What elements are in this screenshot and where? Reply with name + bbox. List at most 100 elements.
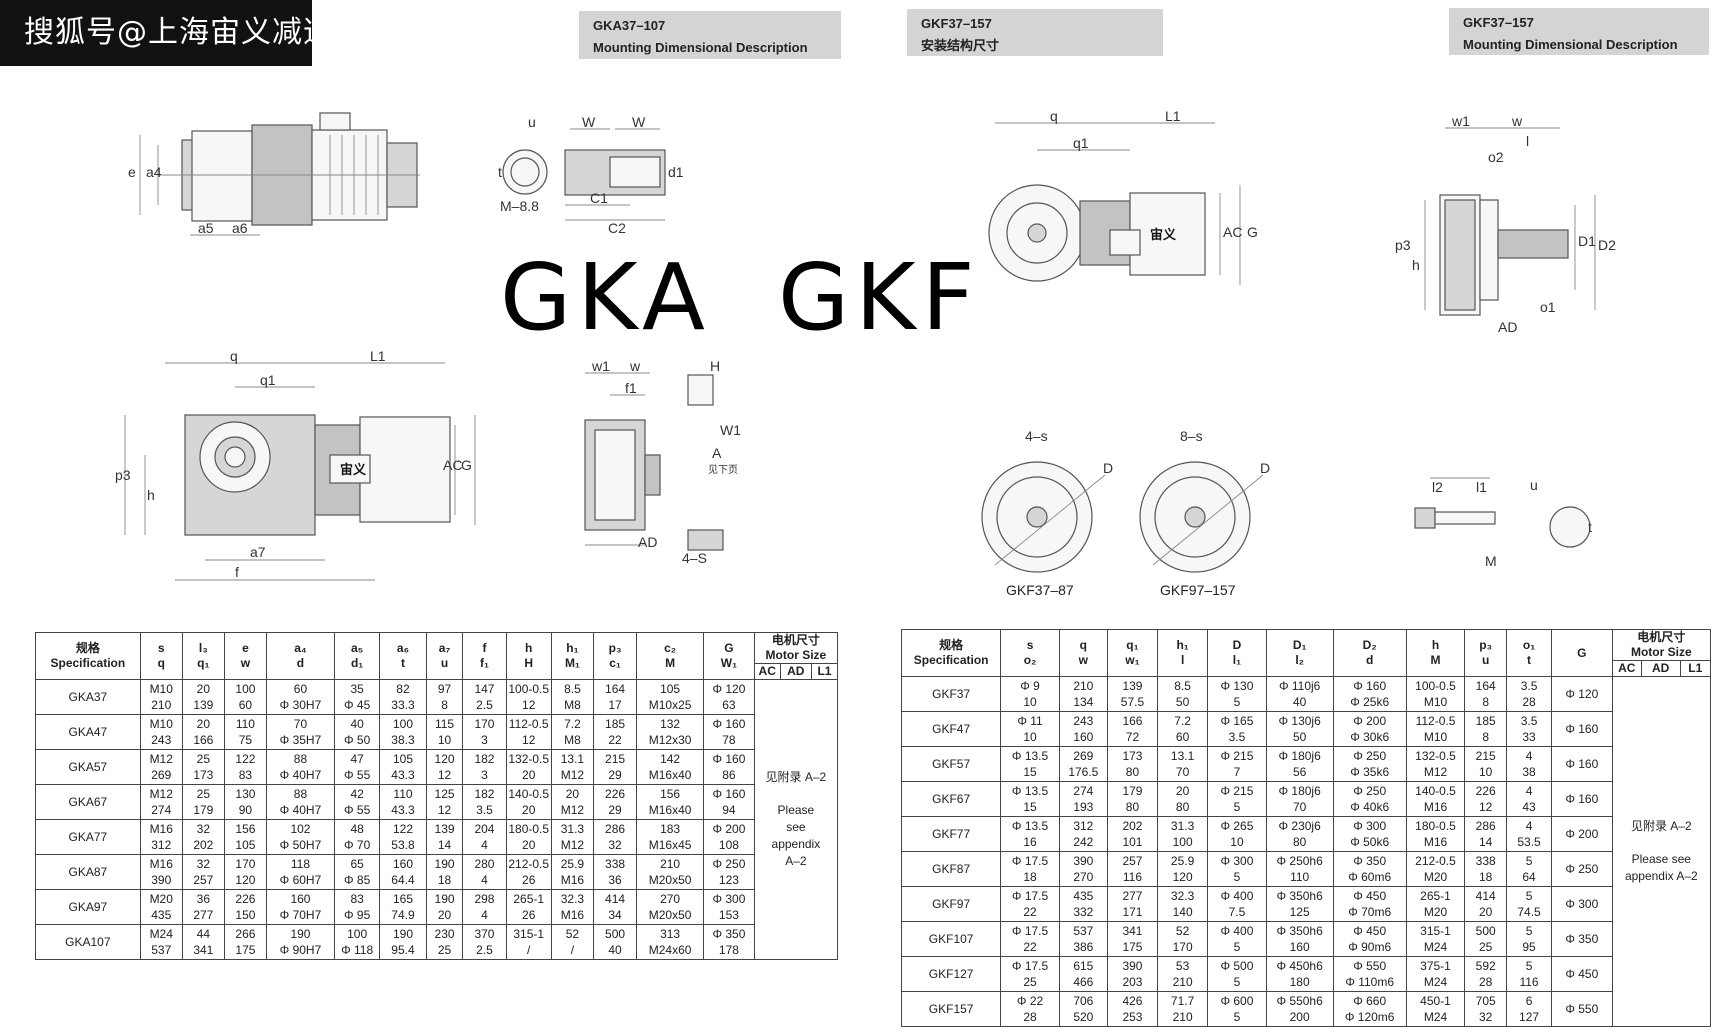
cell-value: /: [570, 943, 575, 957]
cell-value: Φ 550: [1565, 1002, 1599, 1016]
cell-value: Φ 600: [1220, 994, 1254, 1008]
header-gkf-cn: GKF37–157 安装结构尺寸: [907, 9, 1163, 56]
label-w1-detail: W1: [720, 422, 741, 438]
cell-value: M16: [149, 857, 173, 871]
cell-value: Φ 350: [1565, 932, 1599, 946]
cell-value: Φ 110m6: [1345, 975, 1395, 989]
cell-value: Φ 40H7: [279, 803, 322, 817]
table-cell: Φ 450: [1551, 956, 1613, 992]
cell-value: M8: [564, 698, 581, 712]
cell-value: M24: [1423, 940, 1448, 954]
cell-value: 426: [1122, 994, 1143, 1008]
gka-top-view-drawing: e a4 a5 a6: [128, 112, 420, 236]
cell-value: 200: [1289, 1010, 1310, 1024]
cell-value: 100: [392, 717, 413, 731]
cell-value: 15: [1023, 765, 1037, 779]
cell-value: Φ 160: [1565, 792, 1599, 806]
cell-value: M12: [560, 768, 585, 782]
header-col-line: w₁: [1125, 653, 1140, 667]
cell-value: 115: [434, 717, 455, 731]
cell-value: 95.4: [391, 943, 415, 957]
cell-value: 202: [193, 838, 214, 852]
header-col-line: h: [1431, 638, 1440, 652]
gkf-shaft-detail-drawing: l2 l1 u t M: [1414, 477, 1592, 569]
cell-value: 705: [1475, 994, 1496, 1008]
cell-value: 120: [1172, 870, 1193, 884]
cell-value: 70: [1292, 800, 1307, 814]
cell-value: 537: [1073, 924, 1094, 938]
header-motor-line: 电机尺寸: [771, 633, 820, 648]
label-u-gkf: u: [1530, 477, 1538, 493]
cell-value: Φ 90m6: [1348, 940, 1392, 954]
header-spec-line: Specification: [913, 653, 989, 667]
cell-value: 2.5: [476, 698, 493, 712]
cell-value: 43.3: [391, 803, 415, 817]
cell-value: 176.5: [1068, 765, 1099, 779]
cell-value: 97: [437, 682, 452, 696]
cell-value: 269: [1073, 749, 1094, 763]
header-col-line: e: [242, 641, 249, 655]
cell-value: 108: [718, 838, 739, 852]
cell-value: 226: [1475, 784, 1496, 798]
row-model-name: GKA87: [35, 854, 141, 890]
cell-value: Φ 300: [1353, 819, 1387, 833]
cell-value: M24: [1423, 1010, 1448, 1024]
cell-value: M10: [1423, 695, 1448, 709]
gkf-side-view-drawing: w1 w l o2 p3 h D1 D2 o1 AD: [1395, 113, 1616, 335]
cell-value: 5: [1233, 695, 1241, 709]
cell-value: 312: [1073, 819, 1094, 833]
cell-value: 17: [608, 698, 622, 712]
cell-value: 20: [196, 682, 210, 696]
header-spec-line: 规格: [75, 641, 100, 655]
cell-value: 10: [1478, 765, 1493, 779]
cell-value: 63: [722, 698, 736, 712]
cell-value: 150: [235, 908, 256, 922]
cell-value: Φ 70m6: [1348, 905, 1392, 919]
cell-value: 313: [660, 927, 681, 941]
cell-value: Φ 35k6: [1350, 765, 1390, 779]
cell-value: Φ 50H7: [279, 838, 322, 852]
header-col-line: u: [440, 656, 449, 670]
cell-value: 26: [522, 873, 536, 887]
brand-label-gkf: 宙义: [1150, 227, 1177, 242]
cell-value: 435: [151, 908, 172, 922]
cell-value: 175: [235, 943, 256, 957]
cell-value: 253: [1122, 1010, 1143, 1024]
cell-value: 80: [1175, 800, 1190, 814]
cell-value: M16x40: [648, 803, 692, 817]
header-col-line: h₁: [566, 641, 579, 655]
cell-value: 88: [293, 752, 308, 766]
cell-value: 5: [1525, 854, 1533, 868]
cell-value: 13.1: [560, 752, 585, 766]
cell-value: 132-0.5: [1415, 749, 1456, 763]
row-model-name: GKF157: [900, 991, 1002, 1027]
cell-value: 38: [1522, 765, 1536, 779]
